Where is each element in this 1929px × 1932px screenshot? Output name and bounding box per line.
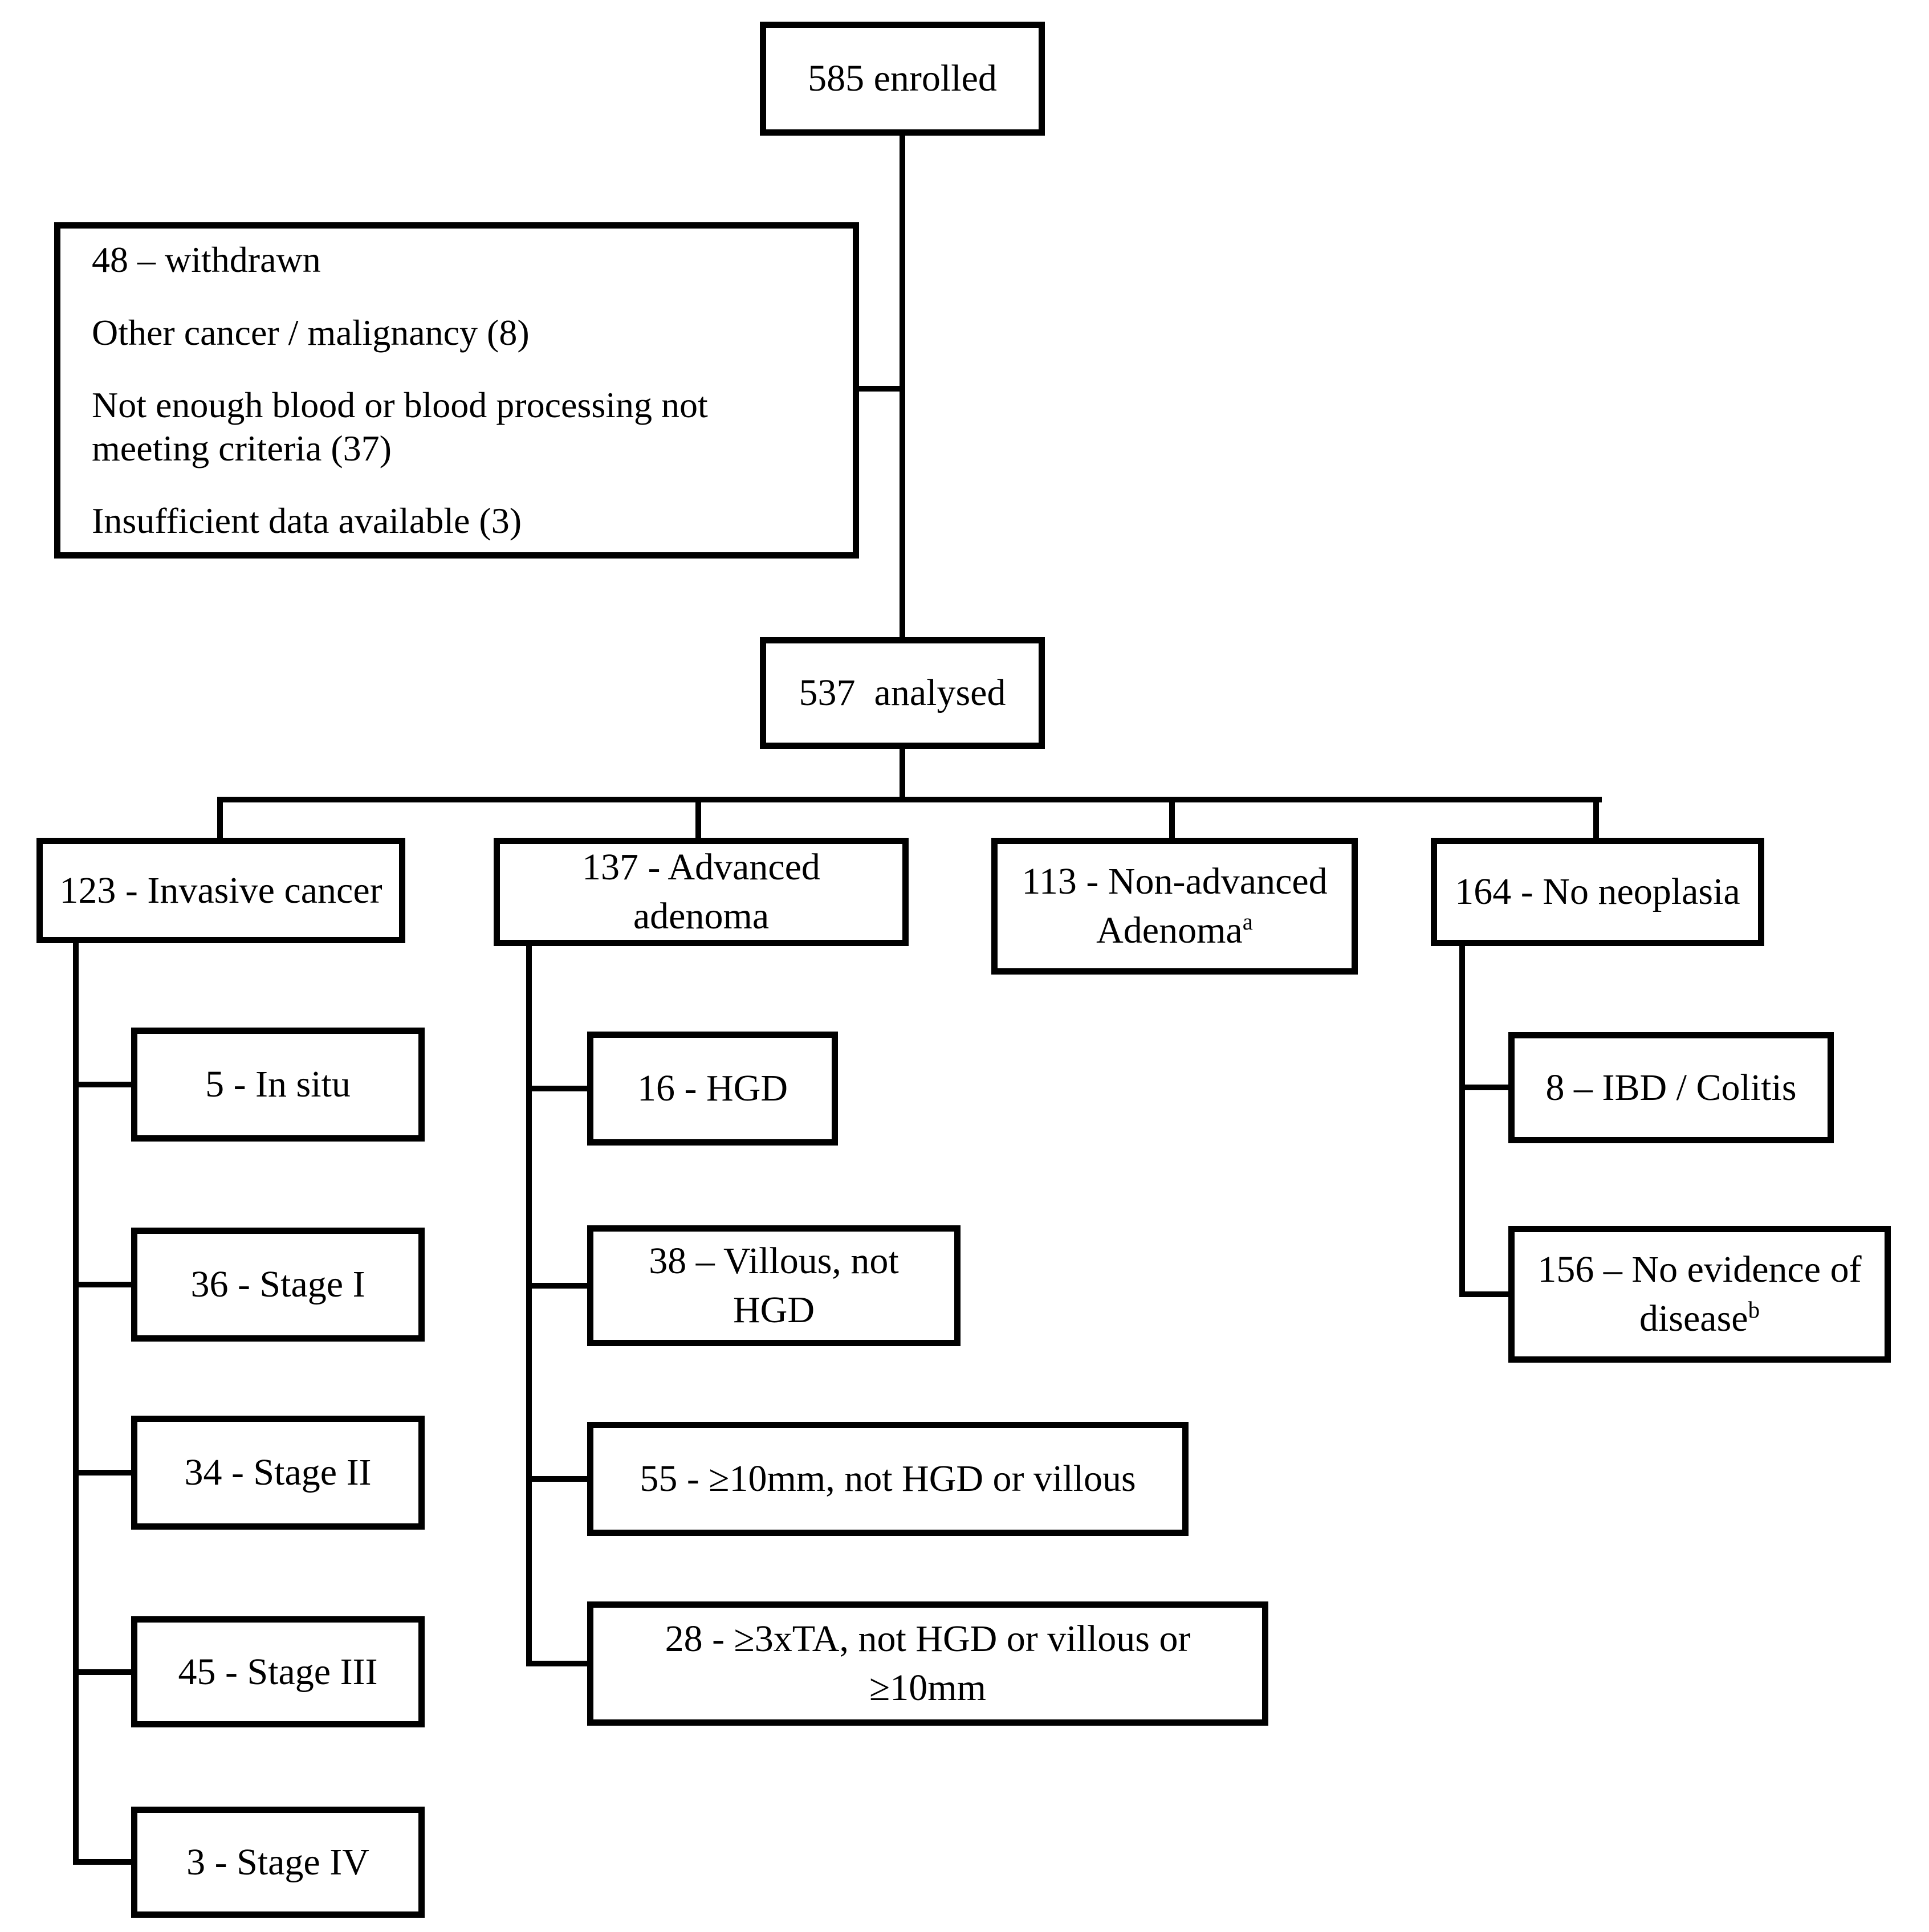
advanced-adenoma-label-line1: 137 - Advanced xyxy=(582,846,820,888)
connector-stub-ibd xyxy=(1459,1085,1508,1090)
box-invasive-cancer: 123 - Invasive cancer xyxy=(36,838,405,943)
invasive-cancer-label: 123 - Invasive cancer xyxy=(59,869,382,911)
connector-stub-hgd xyxy=(526,1086,587,1091)
footnote-marker-a: a xyxy=(1242,909,1253,935)
in-situ-label: 5 - In situ xyxy=(205,1063,351,1106)
box-hgd: 16 - HGD xyxy=(587,1032,838,1146)
no-evidence-label-line2: diseaseb xyxy=(1639,1294,1760,1343)
stage-4-label: 3 - Stage IV xyxy=(186,1841,369,1883)
connector-stub-ta3 xyxy=(526,1661,587,1666)
ge10mm-label: 55 - ≥10mm, not HGD or villous xyxy=(640,1458,1136,1500)
box-no-neoplasia: 164 - No neoplasia xyxy=(1431,838,1764,946)
withdrawn-line-3: Not enough blood or blood processing not… xyxy=(92,385,708,468)
withdrawn-line-2: Other cancer / malignancy (8) xyxy=(92,312,530,353)
box-ge3xta: 28 - ≥3xTA, not HGD or villous or ≥10mm xyxy=(587,1601,1268,1726)
box-analysed: 537 analysed xyxy=(760,637,1045,749)
stage-1-label: 36 - Stage I xyxy=(190,1263,365,1306)
box-stage-2: 34 - Stage II xyxy=(131,1416,425,1530)
box-stage-3: 45 - Stage III xyxy=(131,1616,425,1727)
analysed-label: 537 analysed xyxy=(799,672,1006,714)
connector-stub-insitu xyxy=(73,1082,131,1087)
no-evidence-word: disease xyxy=(1639,1298,1748,1339)
connector-drop-advanced xyxy=(695,797,701,838)
box-villous-not-hgd: 38 – Villous, not HGD xyxy=(587,1225,961,1346)
stage-3-label: 45 - Stage III xyxy=(178,1650,378,1693)
connector-stub-villous xyxy=(526,1283,587,1289)
footnote-marker-b: b xyxy=(1748,1297,1760,1323)
connector-withdrawn-stub xyxy=(859,386,905,392)
hgd-label: 16 - HGD xyxy=(637,1067,788,1110)
no-neoplasia-label: 164 - No neoplasia xyxy=(1455,871,1740,913)
withdrawn-line-1: 48 – withdrawn xyxy=(92,239,321,280)
connector-trunk-noneoplasia xyxy=(1459,946,1465,1297)
box-nonadvanced-adenoma: 113 - Non-advanced Adenomaa xyxy=(991,838,1358,975)
stage-2-label: 34 - Stage II xyxy=(184,1452,372,1494)
box-withdrawn: 48 – withdrawn Other cancer / malignancy… xyxy=(54,222,859,559)
connector-drop-nonadvanced xyxy=(1169,797,1175,838)
box-advanced-adenoma: 137 - Advanced adenoma xyxy=(494,838,909,946)
advanced-adenoma-label-line2: adenoma xyxy=(633,895,770,937)
connector-branch-line xyxy=(217,797,1602,802)
box-in-situ: 5 - In situ xyxy=(131,1028,425,1142)
nonadvanced-adenoma-label-line2: Adenomaa xyxy=(1096,906,1253,955)
connector-stub-stage1 xyxy=(73,1282,131,1287)
ibd-colitis-label: 8 – IBD / Colitis xyxy=(1545,1066,1797,1108)
connector-stub-stage2 xyxy=(73,1470,131,1476)
no-evidence-label-line1: 156 – No evidence of xyxy=(1537,1249,1862,1291)
ge3xta-label-line2: ≥10mm xyxy=(869,1667,986,1709)
connector-drop-noneoplasia xyxy=(1593,797,1599,838)
connector-stub-stage3 xyxy=(73,1669,131,1675)
nonadvanced-adenoma-word: Adenoma xyxy=(1096,910,1243,951)
nonadvanced-adenoma-label-line1: 113 - Non-advanced xyxy=(1022,861,1328,903)
ge3xta-label-line1: 28 - ≥3xTA, not HGD or villous or xyxy=(665,1618,1191,1660)
connector-stub-noevidence xyxy=(1459,1291,1508,1297)
connector-trunk-advanced xyxy=(526,946,532,1666)
connector-stub-stage4 xyxy=(73,1859,131,1865)
box-enrolled: 585 enrolled xyxy=(760,22,1045,136)
box-no-evidence: 156 – No evidence of diseaseb xyxy=(1508,1226,1891,1363)
box-stage-4: 3 - Stage IV xyxy=(131,1807,425,1918)
connector-trunk-invasive xyxy=(73,943,79,1865)
withdrawn-line-4: Insufficient data available (3) xyxy=(92,500,522,541)
box-stage-1: 36 - Stage I xyxy=(131,1228,425,1342)
enrolled-label: 585 enrolled xyxy=(808,58,997,100)
villous-label-line2: HGD xyxy=(733,1289,815,1331)
connector-stub-ge10mm xyxy=(526,1476,587,1482)
connector-drop-invasive xyxy=(217,797,223,838)
villous-label-line1: 38 – Villous, not xyxy=(649,1240,899,1282)
box-ibd-colitis: 8 – IBD / Colitis xyxy=(1508,1032,1834,1143)
box-ge10mm: 55 - ≥10mm, not HGD or villous xyxy=(587,1422,1189,1536)
connector-analysed-to-branch xyxy=(900,749,905,801)
